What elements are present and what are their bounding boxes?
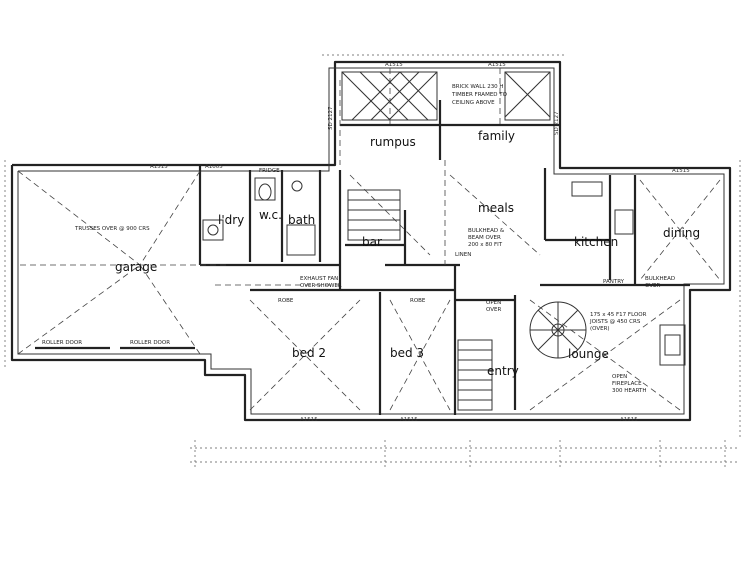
note-exhaust: OVER SHOWER xyxy=(300,283,342,289)
room-label-wc: w.c. xyxy=(259,208,282,222)
room-labels: rumpus family meals dining kitchen garag… xyxy=(115,129,700,378)
note-roller-door: ROLLER DOOR xyxy=(130,340,170,346)
dim-label: A1515 xyxy=(672,168,690,174)
room-label-family: family xyxy=(478,129,515,143)
hatched-wall-area xyxy=(341,71,551,121)
dim-label: A1515 xyxy=(400,417,418,423)
note-bulkhead: BEAM OVER xyxy=(468,235,501,241)
note-fireplace: OPEN xyxy=(612,374,627,380)
spiral-stair xyxy=(529,301,587,359)
note-bulkhead: 200 x 80 FIT xyxy=(468,242,503,248)
note-pantry: PANTRY xyxy=(603,279,625,285)
note-robe: ROBE xyxy=(410,298,426,304)
note-fridge: FRIDGE xyxy=(259,168,280,174)
note-robe: ROBE xyxy=(278,298,294,304)
note-brick-wall: TIMBER FRAMED TO xyxy=(451,92,508,98)
note-trusses: TRUSSES OVER @ 900 CRS xyxy=(74,226,150,232)
note-brick-wall: BRICK WALL 230 H xyxy=(452,84,504,90)
dimension-lines xyxy=(4,54,741,470)
dim-label: A1515 xyxy=(488,62,506,68)
dim-label: A1515 xyxy=(620,417,638,423)
room-label-bed2: bed 2 xyxy=(292,346,326,360)
dim-label: A1515 xyxy=(300,417,318,423)
note-open-over: OVER xyxy=(486,307,501,313)
note-exhaust: EXHAUST FAN xyxy=(300,276,338,282)
room-label-meals: meals xyxy=(478,201,514,215)
note-roller-door: ROLLER DOOR xyxy=(42,340,82,346)
dim-label-vertical: SD 2127 xyxy=(328,106,334,130)
room-label-rumpus: rumpus xyxy=(370,135,416,149)
note-fireplace: 300 HEARTH xyxy=(612,388,647,394)
room-label-ldry: l'dry xyxy=(218,213,244,227)
dimension-labels: A1515 A1515 A1515 A1005 A1515 A1515 A151… xyxy=(150,62,690,423)
room-label-bed3: bed 3 xyxy=(390,346,424,360)
note-joists: 175 x 45 F17 FLOOR xyxy=(590,312,647,318)
note-fireplace: FIREPLACE xyxy=(612,381,642,387)
note-joists: JOISTS @ 450 CRS xyxy=(589,319,641,325)
interior-walls xyxy=(198,100,690,415)
roof-lines xyxy=(17,68,721,411)
room-label-garage: garage xyxy=(115,260,157,274)
dim-label: A1005 xyxy=(205,164,223,170)
stairs xyxy=(347,189,493,411)
dim-label: A1515 xyxy=(385,62,403,68)
fixtures xyxy=(202,177,686,366)
note-bulkhead: BULKHEAD & xyxy=(468,228,505,234)
note-joists: (OVER) xyxy=(590,326,610,332)
room-label-entry: entry xyxy=(487,364,519,378)
room-label-dining: dining xyxy=(663,226,700,240)
note-open-over: OPEN xyxy=(486,300,501,306)
dim-label: A1515 xyxy=(150,164,168,170)
dim-label-vertical: SD 2127 xyxy=(554,111,560,135)
note-linen: LINEN xyxy=(455,252,471,258)
room-label-kitchen: kitchen xyxy=(574,235,618,249)
room-label-bath: bath xyxy=(288,213,315,227)
room-label-bar: bar xyxy=(362,235,382,249)
annotations: BRICK WALL 230 H TIMBER FRAMED TO CEILIN… xyxy=(42,84,675,394)
room-label-lounge: lounge xyxy=(568,347,609,361)
note-bulkhead-right: BULKHEAD xyxy=(645,276,675,282)
note-brick-wall: CEILING ABOVE xyxy=(452,100,495,106)
note-bulkhead-right: OVER xyxy=(645,283,660,289)
